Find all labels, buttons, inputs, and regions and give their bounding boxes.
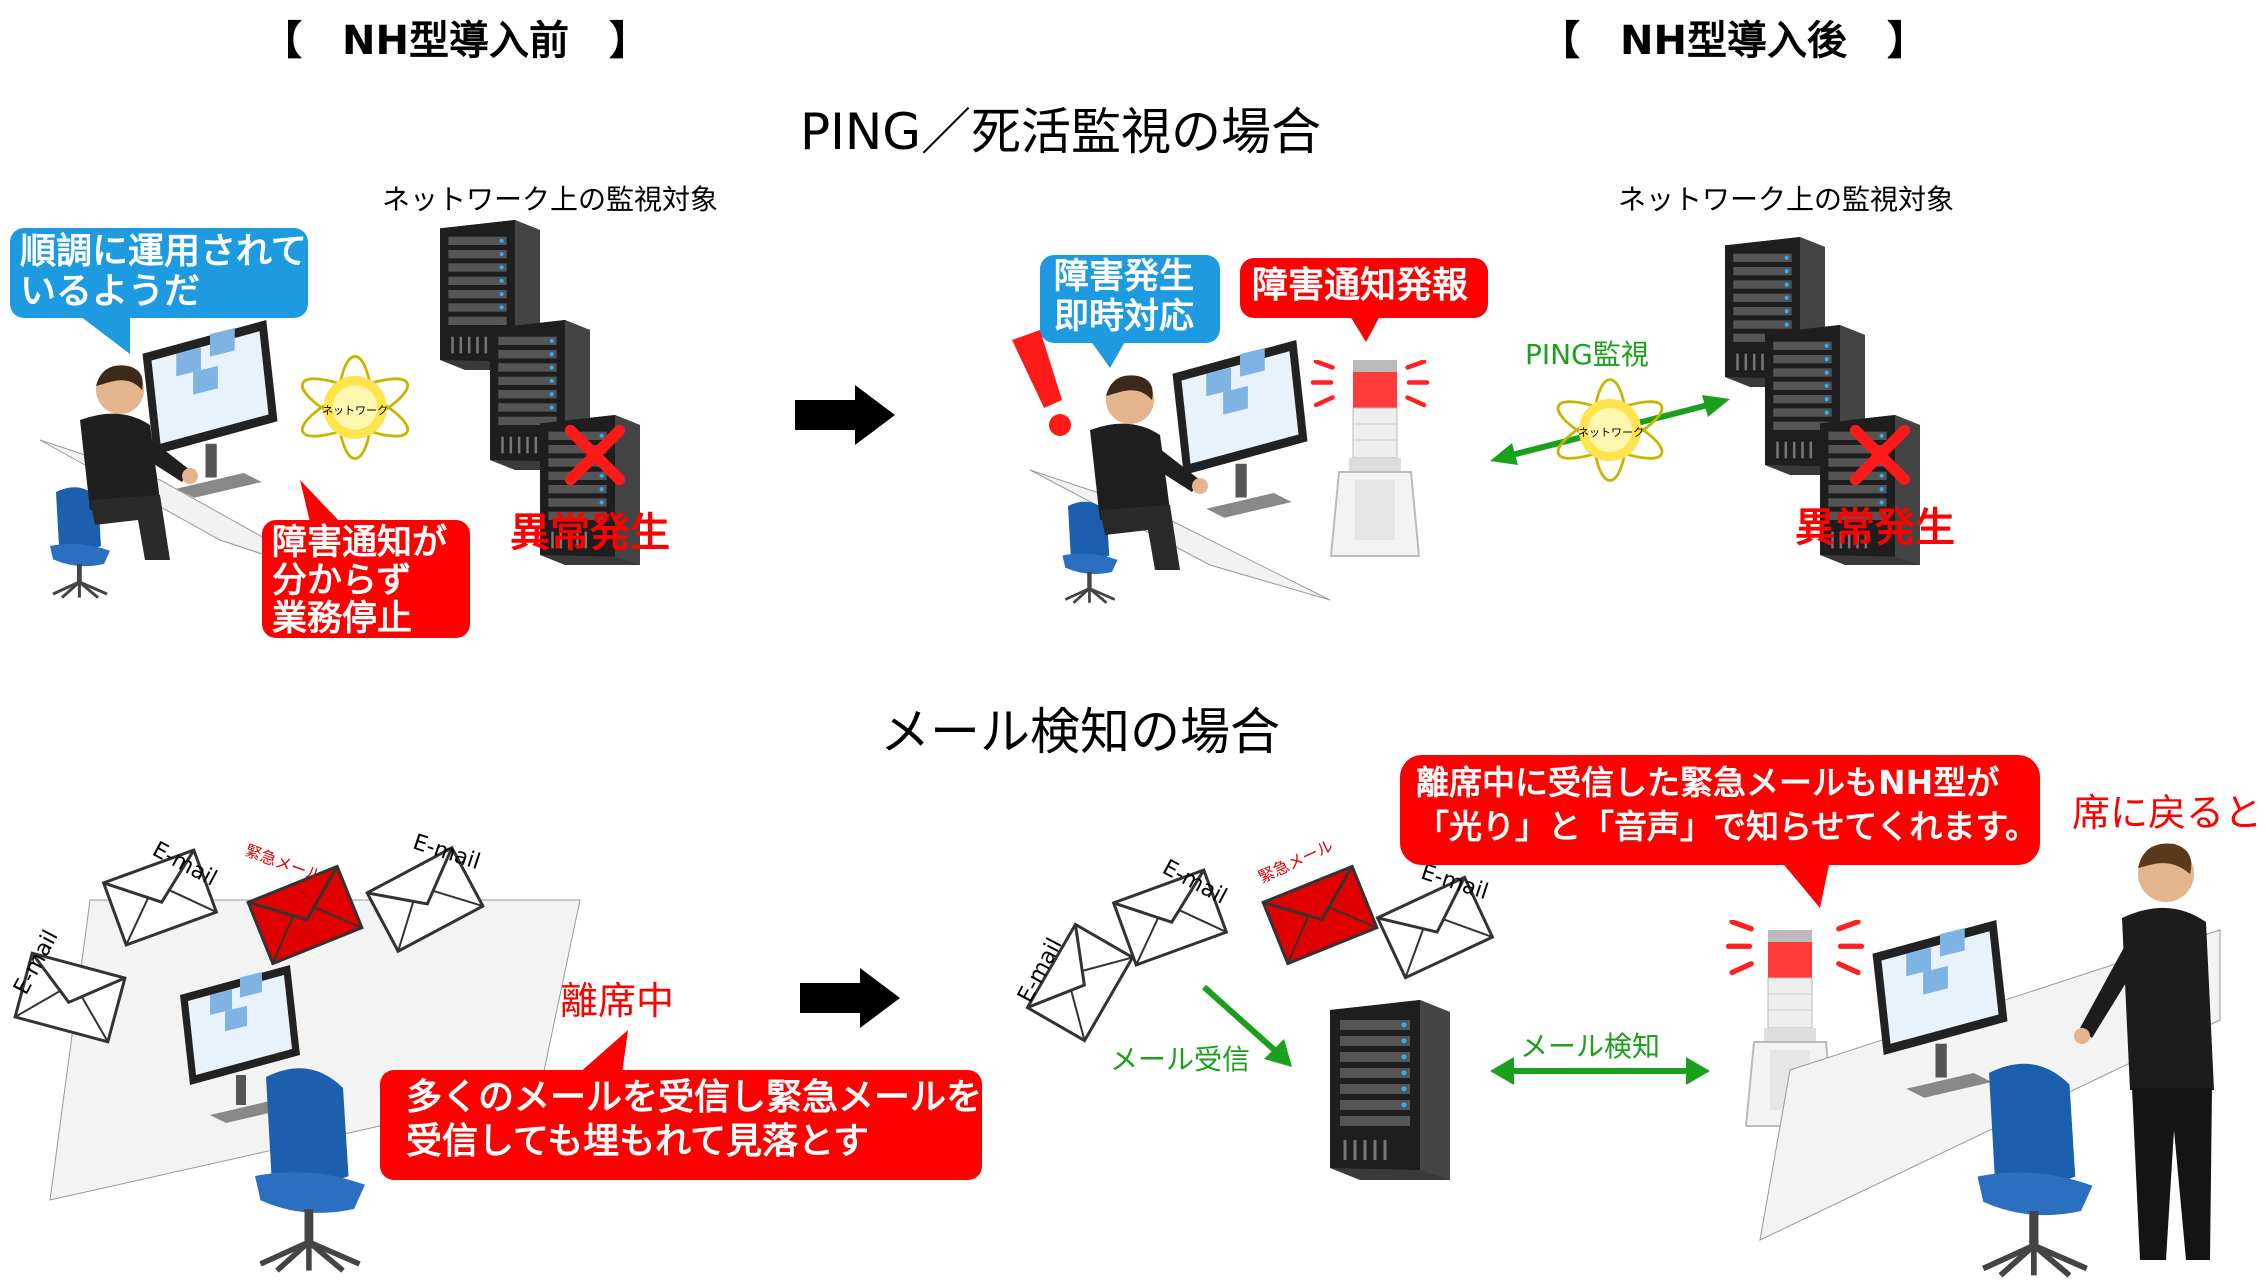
info-bubble: 離席中に受信した緊急メールもNH型が 「光り」と「音声」で知らせてくれます。	[1400, 755, 2040, 865]
thought-bubble: 順調に運用されて いるようだ	[10, 228, 308, 318]
ping-label: PING監視	[1525, 338, 1649, 371]
targets-label-before: ネットワーク上の監視対象	[382, 183, 719, 216]
section-title-ping: PING／死活監視の場合	[800, 103, 1322, 161]
exclamation-icon	[1012, 330, 1071, 436]
bubble-tail	[1780, 860, 1830, 908]
receive-arrow	[1201, 984, 1292, 1067]
arrow-right-icon	[795, 385, 895, 445]
detect-arrow	[1490, 1057, 1710, 1085]
error-x-icon	[560, 420, 630, 490]
bubble-tail	[1350, 316, 1380, 342]
alert-bubble: 障害通知発報	[1240, 258, 1488, 318]
bubble-tail	[300, 480, 340, 522]
detect-label: メール検知	[1520, 1030, 1661, 1063]
receive-label: メール受信	[1110, 1043, 1251, 1076]
targets-label-after: ネットワーク上の監視対象	[1618, 183, 1955, 216]
person-icon	[50, 360, 200, 560]
header-after: 【 NH型導入後 】	[1540, 18, 1927, 64]
return-label: 席に戻ると	[2072, 791, 2263, 835]
bubble-tail	[578, 1030, 628, 1074]
error-x-icon	[1845, 420, 1915, 490]
chair-icon	[240, 1055, 380, 1275]
warning-bubble-ping: 障害通知が 分からず 業務停止	[262, 520, 470, 638]
network-label-before: ネットワーク	[322, 404, 388, 417]
warning-bubble-mail: 多くのメールを受信し緊急メールを 受信しても埋もれて見落とす	[380, 1070, 982, 1180]
server-icon	[1330, 990, 1450, 1190]
standing-person-icon	[2074, 843, 2214, 1260]
network-label-after: ネットワーク	[1578, 426, 1644, 439]
signal-tower-icon	[1325, 350, 1425, 570]
header-before: 【 NH型導入前 】	[262, 18, 649, 64]
arrow-right-icon	[800, 968, 900, 1028]
failure-label-after: 異常発生	[1795, 505, 1955, 551]
section-title-mail: メール検知の場合	[880, 703, 1280, 761]
bubble-tail	[1090, 340, 1126, 368]
away-label: 離席中	[560, 979, 675, 1023]
person-icon	[1060, 370, 1210, 570]
urgent-label: 緊急メール	[242, 840, 325, 887]
failure-label-before: 異常発生	[510, 510, 670, 556]
bubble-tail	[80, 316, 130, 354]
response-bubble: 障害発生 即時対応	[1040, 255, 1220, 343]
